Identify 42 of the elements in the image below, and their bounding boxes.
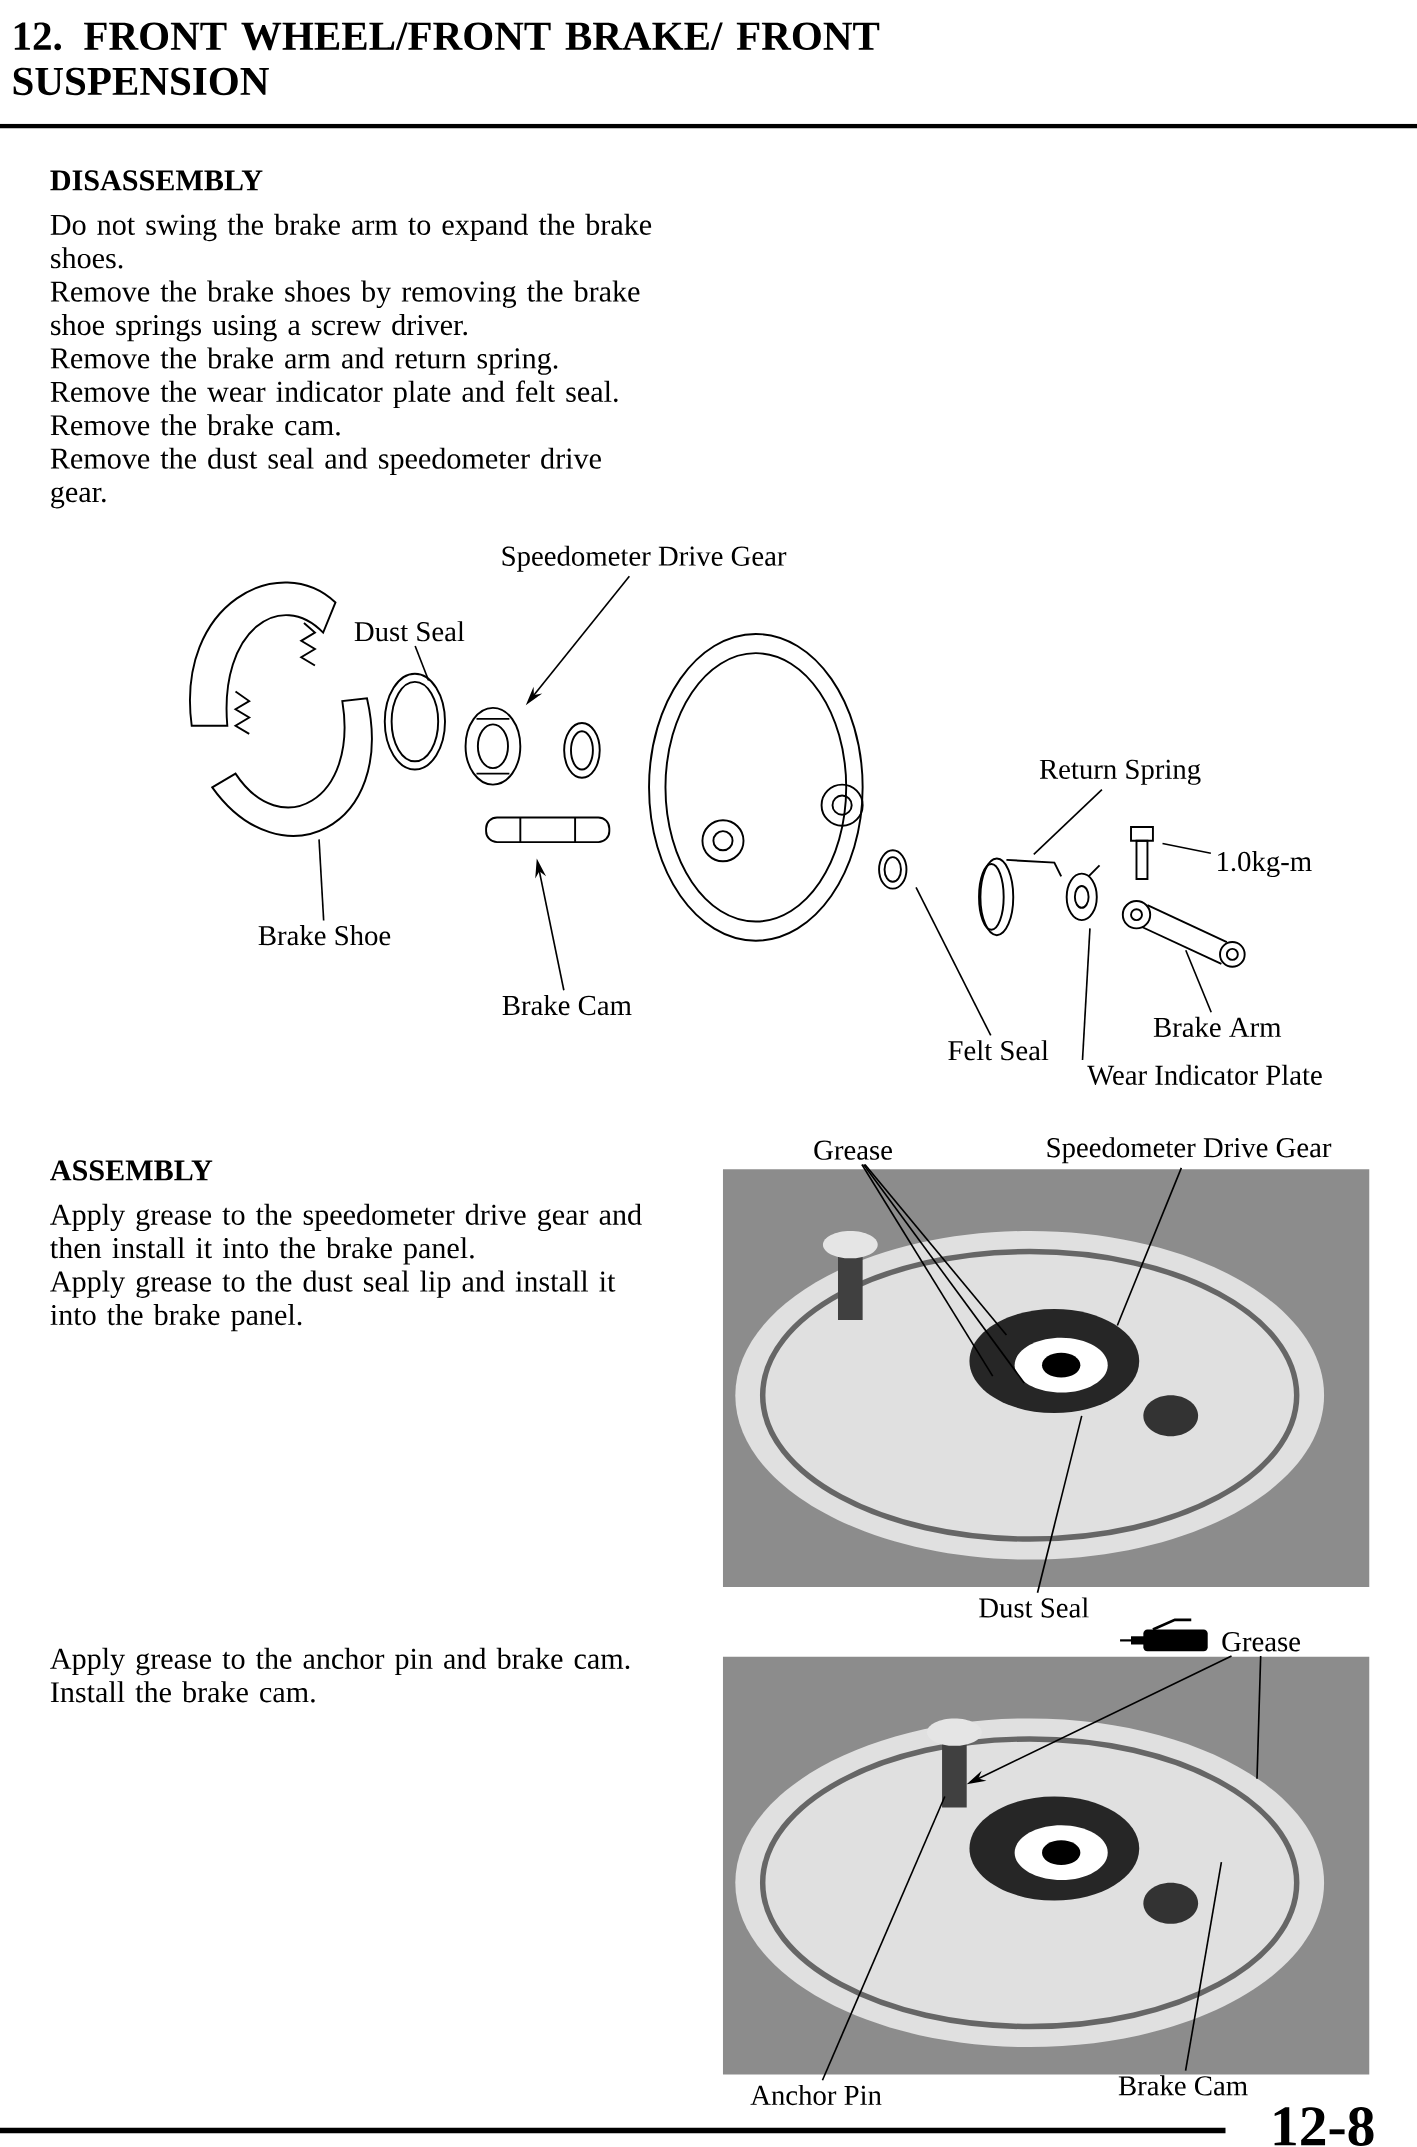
instruction-text: Remove the dust seal and speedometer drive gear. — [50, 447, 601, 509]
part-label: Dust Seal — [979, 1597, 1089, 1618]
section-heading: DISASSEMBLY — [50, 170, 263, 191]
part-label: Grease — [1222, 1632, 1300, 1652]
part-label: Dust Seal — [354, 621, 465, 642]
part-label: Felt Seal — [948, 1040, 1049, 1061]
part-label: Anchor Pin — [750, 2084, 882, 2106]
instruction-text: Apply grease to the dust seal lip and install it into the brake panel. — [50, 1270, 616, 1332]
leader-line — [1184, 949, 1212, 1013]
leader-line — [1081, 927, 1091, 1061]
part-label: Brake Arm — [1153, 1016, 1281, 1038]
part-label: Grease — [814, 1140, 892, 1160]
leader-line — [861, 1163, 994, 1377]
leader-line — [864, 1163, 1008, 1336]
instruction-text: Remove the brake cam. — [50, 414, 340, 436]
page-number: 12-8 — [1274, 2107, 1374, 2146]
leader-line — [1184, 1861, 1223, 2072]
instruction-text: Do not swing the brake arm to expand the brake shoes. — [50, 213, 651, 269]
leader-line — [862, 1163, 1025, 1384]
leader-line — [1116, 1167, 1183, 1327]
instruction-text: Remove the brake shoes by removing the brake shoe springs using a screw driver. — [50, 280, 640, 342]
instruction-text: Remove the brake arm and return spring. — [50, 347, 558, 375]
leader-line — [1256, 1655, 1262, 1780]
leader-line — [915, 886, 992, 1037]
instruction-text: Apply grease to the speedometer drive gear and then install it into the brake panel. — [50, 1203, 642, 1265]
section-heading: ASSEMBLY — [50, 1160, 213, 1181]
leader-line — [414, 645, 430, 682]
part-label: Wear Indicator Plate — [1087, 1064, 1322, 1086]
part-label: 1.0kg-m — [1217, 850, 1312, 878]
leader-line — [1161, 842, 1212, 855]
leader-line — [318, 838, 325, 922]
part-label: Brake Cam — [502, 994, 632, 1016]
page-title: 12. FRONT WHEEL/FRONT BRAKE/ FRONT SUSPENSION — [13, 22, 880, 96]
part-label: Speedometer Drive Gear — [502, 545, 787, 572]
part-label: Brake Cam — [1118, 2075, 1248, 2096]
instruction-text: Install the brake cam. — [50, 1681, 315, 1703]
instruction-text: Remove the wear indicator plate and felt seal. — [50, 380, 618, 409]
part-label: Brake Shoe — [258, 925, 391, 946]
instruction-text: Apply grease to the anchor pin and brake cam. — [50, 1647, 630, 1676]
part-label: Return Spring — [1039, 759, 1201, 785]
part-label: Speedometer Drive Gear — [1047, 1137, 1332, 1164]
leader-line — [1032, 788, 1103, 856]
